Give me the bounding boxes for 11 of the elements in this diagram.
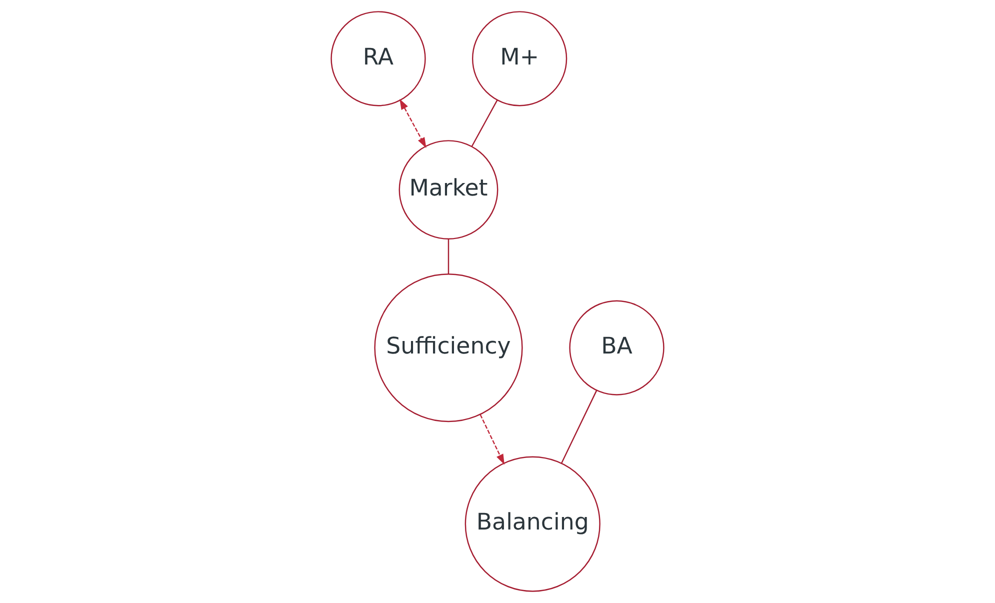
node-circle: RA <box>330 11 426 106</box>
connector <box>448 239 450 274</box>
node-circle: M+ <box>472 11 568 106</box>
node-circle: Sufficiency <box>374 274 523 422</box>
connector <box>560 390 598 464</box>
node-circle: BA <box>569 300 664 396</box>
arrow <box>400 98 426 148</box>
node-circle: Market <box>398 140 498 240</box>
connector <box>471 100 498 147</box>
arrow <box>480 414 504 465</box>
node-circle: Balancing <box>464 456 600 592</box>
